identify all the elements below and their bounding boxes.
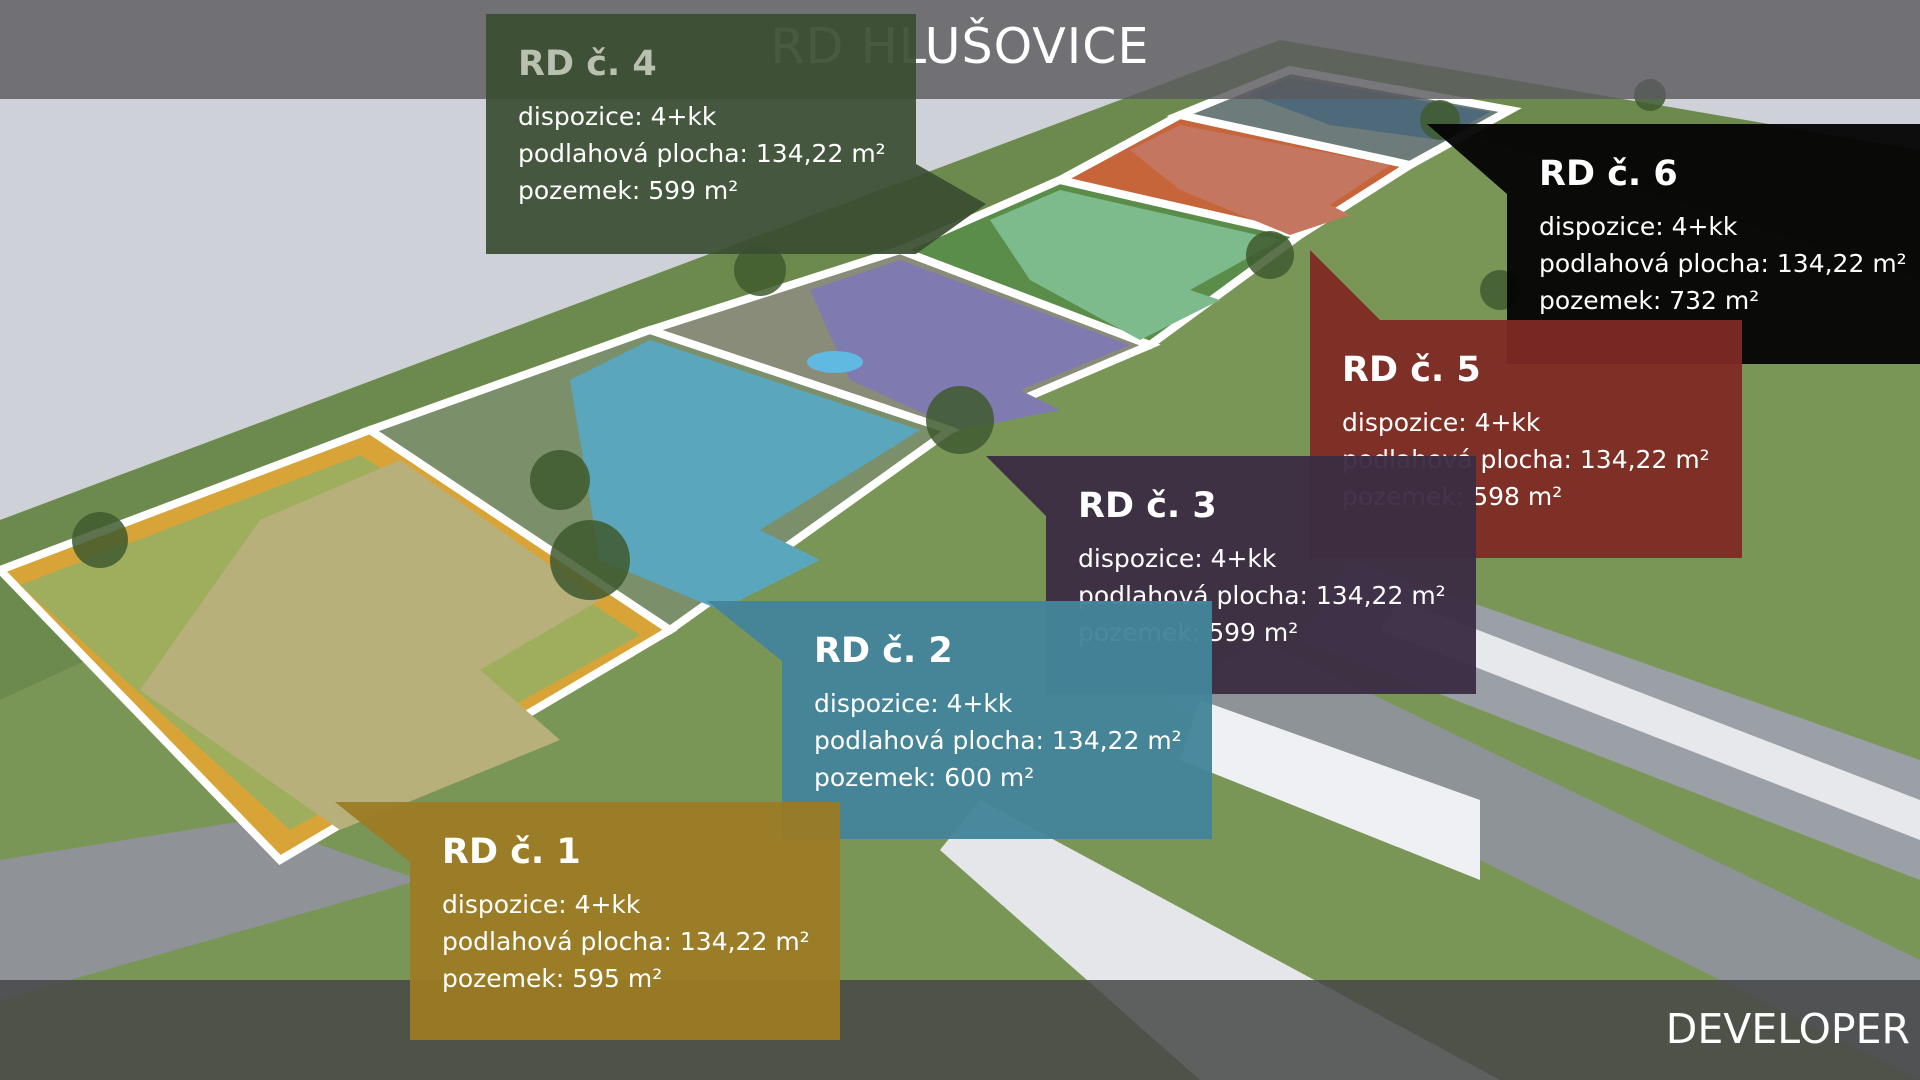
card-6-pointer (1427, 124, 1507, 194)
unit-card-4[interactable]: RD č. 4 dispozice: 4+kk podlahová plocha… (486, 14, 986, 254)
unit-card-1[interactable]: RD č. 1 dispozice: 4+kk podlahová plocha… (335, 802, 840, 1040)
card-2-pointer (707, 601, 782, 661)
unit-name: RD č. 4 (518, 44, 657, 84)
header-bar (0, 0, 1920, 99)
unit-floor-area: podlahová plocha: 134,22 m² (814, 726, 1182, 755)
footer-bar (0, 980, 1920, 1080)
unit-name: RD č. 6 (1539, 154, 1678, 194)
unit-name: RD č. 3 (1078, 486, 1217, 526)
unit-card-2[interactable]: RD č. 2 dispozice: 4+kk podlahová plocha… (707, 601, 1212, 839)
unit-floor-area: podlahová plocha: 134,22 m² (518, 139, 886, 168)
unit-name: RD č. 5 (1342, 350, 1481, 390)
unit-disposition: dispozice: 4+kk (518, 102, 717, 131)
unit-disposition: dispozice: 4+kk (1342, 408, 1541, 437)
card-4-pointer (916, 164, 986, 254)
unit-plot-area: pozemek: 600 m² (814, 763, 1035, 792)
unit-plot-area: pozemek: 595 m² (442, 964, 663, 993)
unit-disposition: dispozice: 4+kk (1078, 544, 1277, 573)
unit-disposition: dispozice: 4+kk (442, 890, 641, 919)
page-title: RD HLUŠOVICE (770, 18, 1150, 75)
unit-disposition: dispozice: 4+kk (1539, 212, 1738, 241)
unit-name: RD č. 1 (442, 832, 581, 872)
unit-name: RD č. 2 (814, 631, 953, 671)
unit-disposition: dispozice: 4+kk (814, 689, 1013, 718)
card-3-pointer (986, 456, 1046, 516)
unit-plot-area: pozemek: 732 m² (1539, 286, 1760, 315)
unit-floor-area: podlahová plocha: 134,22 m² (442, 927, 810, 956)
card-1-pointer (335, 802, 410, 862)
unit-floor-area: podlahová plocha: 134,22 m² (1539, 249, 1907, 278)
unit-plot-area: pozemek: 599 m² (518, 176, 739, 205)
developer-label: DEVELOPER (1665, 1005, 1910, 1053)
card-5-pointer (1310, 250, 1380, 320)
